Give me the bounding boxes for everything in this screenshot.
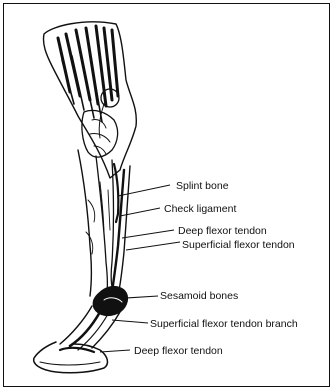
leader-superficial-flexor [126, 242, 180, 250]
leader-splint-bone [118, 185, 170, 196]
leader-check-ligament [120, 208, 160, 216]
sesamoid-mass [93, 287, 127, 316]
label-superficial-flexor-tendon-branch: Superficial flexor tendon branch [150, 318, 298, 330]
label-splint-bone: Splint bone [176, 180, 229, 192]
leader-sesamoid [126, 296, 158, 298]
leader-superficial-branch [112, 320, 148, 323]
leg-illustration [34, 22, 137, 373]
label-deep-flexor-tendon-upper: Deep flexor tendon [178, 225, 267, 237]
label-check-ligament: Check ligament [164, 203, 236, 215]
label-deep-flexor-tendon-lower: Deep flexor tendon [134, 345, 223, 357]
leader-deep-flexor-lower [100, 350, 130, 352]
label-superficial-flexor-tendon: Superficial flexor tendon [182, 239, 295, 251]
leader-deep-flexor-upper [122, 230, 174, 238]
label-sesamoid-bones: Sesamoid bones [160, 290, 238, 302]
cannon-bone [96, 156, 108, 298]
